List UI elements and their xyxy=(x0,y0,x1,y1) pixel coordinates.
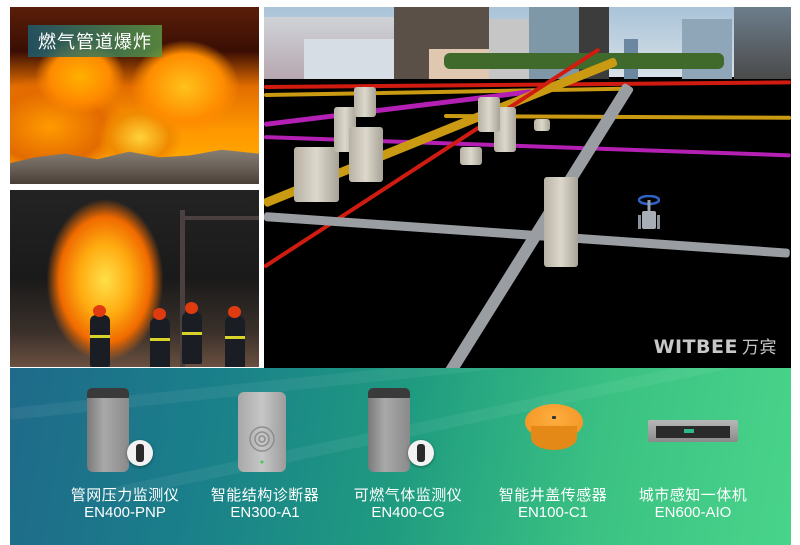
manhole-well xyxy=(478,97,500,132)
product-name: 管网压力监测仪 xyxy=(70,486,180,504)
product-model: EN600-AIO xyxy=(654,504,732,521)
structure-diagnostic-device xyxy=(238,392,286,472)
product-name: 智能井盖传感器 xyxy=(498,486,608,504)
pressure-sensor-icon xyxy=(127,440,153,466)
firefighter xyxy=(90,305,110,367)
manhole-well-main xyxy=(544,177,578,267)
product-name: 智能结构诊断器 xyxy=(210,486,320,504)
manhole-well xyxy=(354,87,376,117)
manhole-sensor-device xyxy=(525,404,583,452)
brand-cn: 万宾 xyxy=(742,338,777,358)
manhole-well xyxy=(349,127,383,182)
product-model: EN400-PNP xyxy=(84,504,166,521)
manhole-well xyxy=(294,147,339,202)
device-top xyxy=(87,388,129,398)
firefighter xyxy=(150,308,170,367)
product-model: EN400-CG xyxy=(371,504,445,521)
utility-pole xyxy=(180,210,185,367)
vibration-rings-icon xyxy=(249,426,275,464)
product-card-gas-detector[interactable]: 可燃气体监测仪 EN400-CG xyxy=(328,368,488,545)
pressure-monitor-device xyxy=(87,388,129,472)
product-card-pressure-monitor[interactable]: 管网压力监测仪 EN400-PNP xyxy=(45,368,205,545)
brand-en: WITBEE xyxy=(653,336,738,358)
server-device xyxy=(648,420,738,442)
gas-pipe-explosion-photo: 燃气管道爆炸 xyxy=(10,7,259,184)
gas-detector-device xyxy=(368,388,410,472)
manhole-well xyxy=(460,147,482,165)
utility-pole-arm xyxy=(180,216,259,220)
valve-icon xyxy=(637,194,661,235)
gas-sensor-icon xyxy=(408,440,434,466)
rubble xyxy=(10,149,259,184)
product-banner: 管网压力监测仪 EN400-PNP 智能结构诊断器 EN300-A1 可燃气体监… xyxy=(10,368,791,545)
product-name: 城市感知一体机 xyxy=(638,486,748,504)
product-model: EN100-C1 xyxy=(517,504,589,521)
firefighter xyxy=(225,306,245,367)
product-card-city-sensing-server[interactable]: 城市感知一体机 EN600-AIO xyxy=(613,368,773,545)
device-top xyxy=(368,388,410,398)
product-card-manhole-sensor[interactable]: 智能井盖传感器 EN100-C1 xyxy=(473,368,633,545)
firefighter xyxy=(182,302,202,364)
product-name: 可燃气体监测仪 xyxy=(353,486,463,504)
product-model: EN300-A1 xyxy=(230,504,300,521)
title-badge: 燃气管道爆炸 xyxy=(28,25,162,57)
product-card-structure-diagnostic[interactable]: 智能结构诊断器 EN300-A1 xyxy=(185,368,345,545)
manhole-well xyxy=(534,119,550,131)
firefighters-fire-photo xyxy=(10,190,259,367)
